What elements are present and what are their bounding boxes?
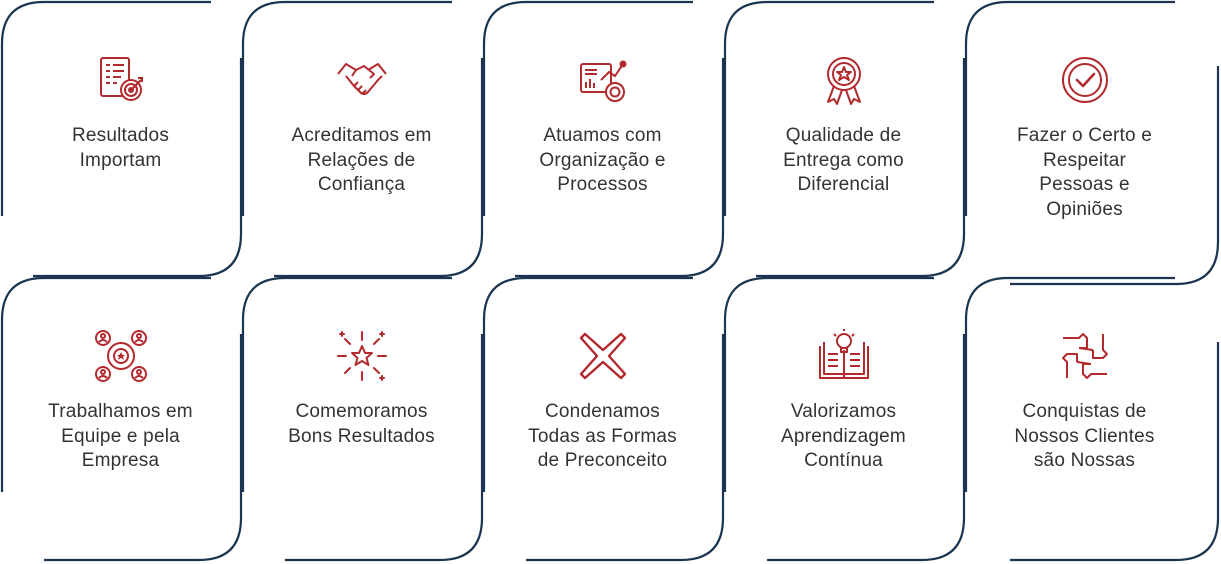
card-label: Qualidade de Entrega como Diferencial [783,125,904,195]
card-label: Comemoramos Bons Resultados [288,401,435,447]
value-card-condenamos: Condenamos Todas as Formas de Preconceit… [482,276,725,562]
card-label: Acreditamos em Relações de Confiança [291,125,432,195]
card-frame [0,0,243,278]
value-card-comemoramos: Comemoramos Bons Resultados [241,276,484,562]
card-frame [0,276,243,562]
card-label: Condenamos Todas as Formas de Preconceit… [528,401,677,471]
report-target-icon [99,57,143,101]
dashboard-chart-icon [579,60,626,102]
hands-together-icon [1061,333,1108,379]
card-label: Fazer o Certo e Respeitar Pessoas e Opin… [1017,125,1152,220]
value-card-confianca: Acreditamos em Relações de Confiança [241,0,484,278]
value-card-conquistas: Conquistas de Nossos Clientes são Nossas [964,276,1220,562]
value-card-fazer-certo: Fazer o Certo e Respeitar Pessoas e Opin… [964,0,1220,286]
team-network-icon [94,330,147,382]
card-label: Trabalhamos em Equipe e pela Empresa [48,401,193,471]
handshake-icon [336,63,387,95]
value-card-qualidade: Qualidade de Entrega como Diferencial [723,0,966,278]
value-card-aprendizagem: Valorizamos Aprendizagem Contínua [723,276,966,562]
value-card-resultados: Resultados Importam [0,0,243,278]
card-frame [482,276,725,562]
fireworks-star-icon [336,331,387,381]
card-label: Valorizamos Aprendizagem Contínua [781,401,906,471]
value-card-organizacao: Atuamos com Organização e Processos [482,0,725,278]
card-frame [241,0,484,278]
card-frame [964,0,1220,286]
cross-x-icon [579,332,626,380]
card-label: Atuamos com Organização e Processos [539,125,666,195]
card-frame [723,276,966,562]
award-badge-icon [826,57,861,105]
card-frame [482,0,725,278]
card-label: Resultados Importam [71,125,170,171]
check-circle-icon [1061,57,1108,103]
value-card-equipe: Trabalhamos em Equipe e pela Empresa [0,276,243,562]
card-frame [241,276,484,562]
card-label: Conquistas de Nossos Clientes são Nossas [1014,401,1155,471]
card-frame [723,0,966,278]
card-frame [964,276,1220,562]
lightbulb-book-icon [818,329,869,379]
